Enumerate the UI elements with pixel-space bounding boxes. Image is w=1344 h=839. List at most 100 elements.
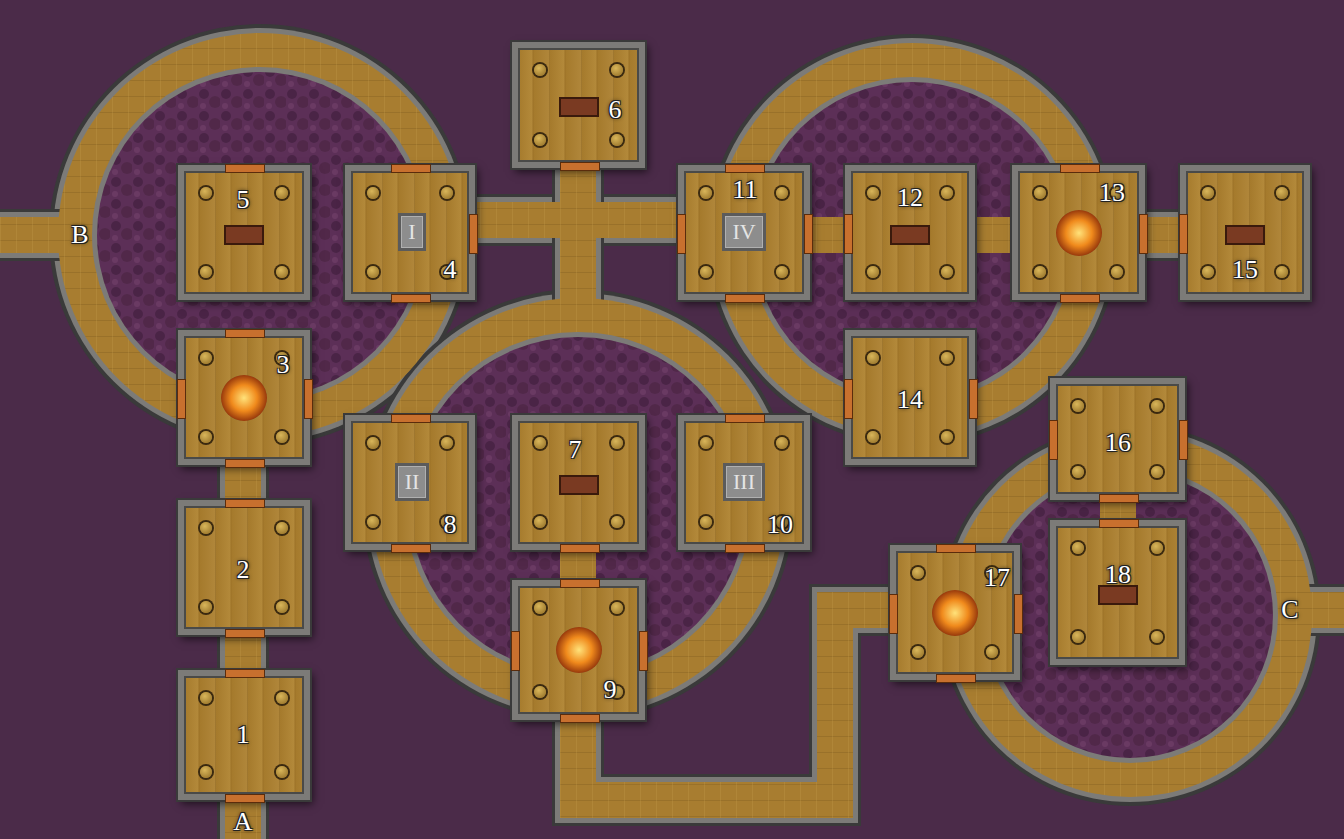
pillar (986, 646, 998, 658)
fire-pit (556, 627, 602, 673)
dungeon-room: 1 (178, 670, 310, 800)
pillar (276, 187, 288, 199)
pillar (534, 134, 546, 146)
door (391, 414, 431, 423)
door (225, 669, 265, 678)
corridor-wall (555, 165, 601, 320)
door (844, 214, 853, 254)
pillar (867, 187, 879, 199)
door (560, 544, 600, 553)
room-number: 15 (1232, 257, 1258, 283)
door (177, 379, 186, 419)
roman-plaque: IV (722, 213, 765, 251)
pillar (276, 431, 288, 443)
pillar (1151, 400, 1163, 412)
pillar (276, 266, 288, 278)
chest (559, 97, 599, 117)
pillar (700, 437, 712, 449)
entrance-letter: C (1281, 597, 1298, 623)
door (1060, 294, 1100, 303)
pillar (776, 187, 788, 199)
dungeon-room: 18 (1050, 520, 1185, 665)
door (1179, 420, 1188, 460)
door (1179, 214, 1188, 254)
pillar (276, 692, 288, 704)
pillar (776, 266, 788, 278)
pillar (276, 522, 288, 534)
dungeon-room: 14 (845, 330, 975, 465)
room-number: 14 (897, 387, 923, 413)
corridor-wall (217, 800, 269, 839)
pillar (534, 437, 546, 449)
door (1099, 519, 1139, 528)
pillar (1151, 466, 1163, 478)
pillar (941, 431, 953, 443)
door (225, 499, 265, 508)
corridor-floor (225, 800, 261, 839)
door (725, 164, 765, 173)
pillar (534, 516, 546, 528)
pillar (1072, 466, 1084, 478)
pillar (276, 766, 288, 778)
chest (224, 225, 264, 245)
chest (890, 225, 930, 245)
pillar (776, 437, 788, 449)
pillar (200, 266, 212, 278)
roman-plaque: I (398, 213, 425, 251)
door (725, 294, 765, 303)
pillar (912, 646, 924, 658)
door (677, 214, 686, 254)
door (1049, 420, 1058, 460)
pillar (700, 516, 712, 528)
dungeon-room: 9 (512, 580, 645, 720)
pillar (1072, 631, 1084, 643)
pillar (700, 187, 712, 199)
dungeon-room: 3 (178, 330, 310, 465)
pillar (1111, 266, 1123, 278)
door (391, 544, 431, 553)
pillar (200, 187, 212, 199)
room-number: 8 (444, 512, 457, 538)
room-number: 16 (1105, 430, 1131, 456)
corridor-wall (0, 212, 80, 258)
door (225, 459, 265, 468)
room-number: 10 (767, 512, 793, 538)
pillar (867, 431, 879, 443)
pillar (200, 766, 212, 778)
pillar (611, 64, 623, 76)
door (1139, 214, 1148, 254)
roman-plaque: II (395, 463, 430, 501)
roman-plaque: III (723, 463, 765, 501)
corridor-floor (560, 165, 596, 320)
chest (559, 475, 599, 495)
pillar (200, 601, 212, 613)
door (889, 594, 898, 634)
fire-pit (932, 590, 978, 636)
room-number: 11 (732, 177, 757, 203)
pillar (1276, 266, 1288, 278)
door (1099, 494, 1139, 503)
pillar (611, 602, 623, 614)
room-number: 5 (237, 187, 250, 213)
pillar (611, 134, 623, 146)
pillar (367, 516, 379, 528)
corridors (0, 24, 1344, 839)
door (804, 214, 813, 254)
corridor-wall (220, 800, 266, 839)
rock-pit (987, 472, 1273, 758)
dungeon-room: 2 (178, 500, 310, 635)
door (469, 214, 478, 254)
pillar (200, 352, 212, 364)
door (560, 579, 600, 588)
dungeon-room: 7 (512, 415, 645, 550)
pillar (1034, 266, 1046, 278)
room-number: 1 (237, 722, 250, 748)
dungeon-room: 17 (890, 545, 1020, 680)
pillar (941, 266, 953, 278)
pillar (367, 187, 379, 199)
pillar (1151, 542, 1163, 554)
door (725, 544, 765, 553)
pillar (534, 64, 546, 76)
dungeon-room: 16 (1050, 378, 1185, 500)
fire-pit (1056, 210, 1102, 256)
